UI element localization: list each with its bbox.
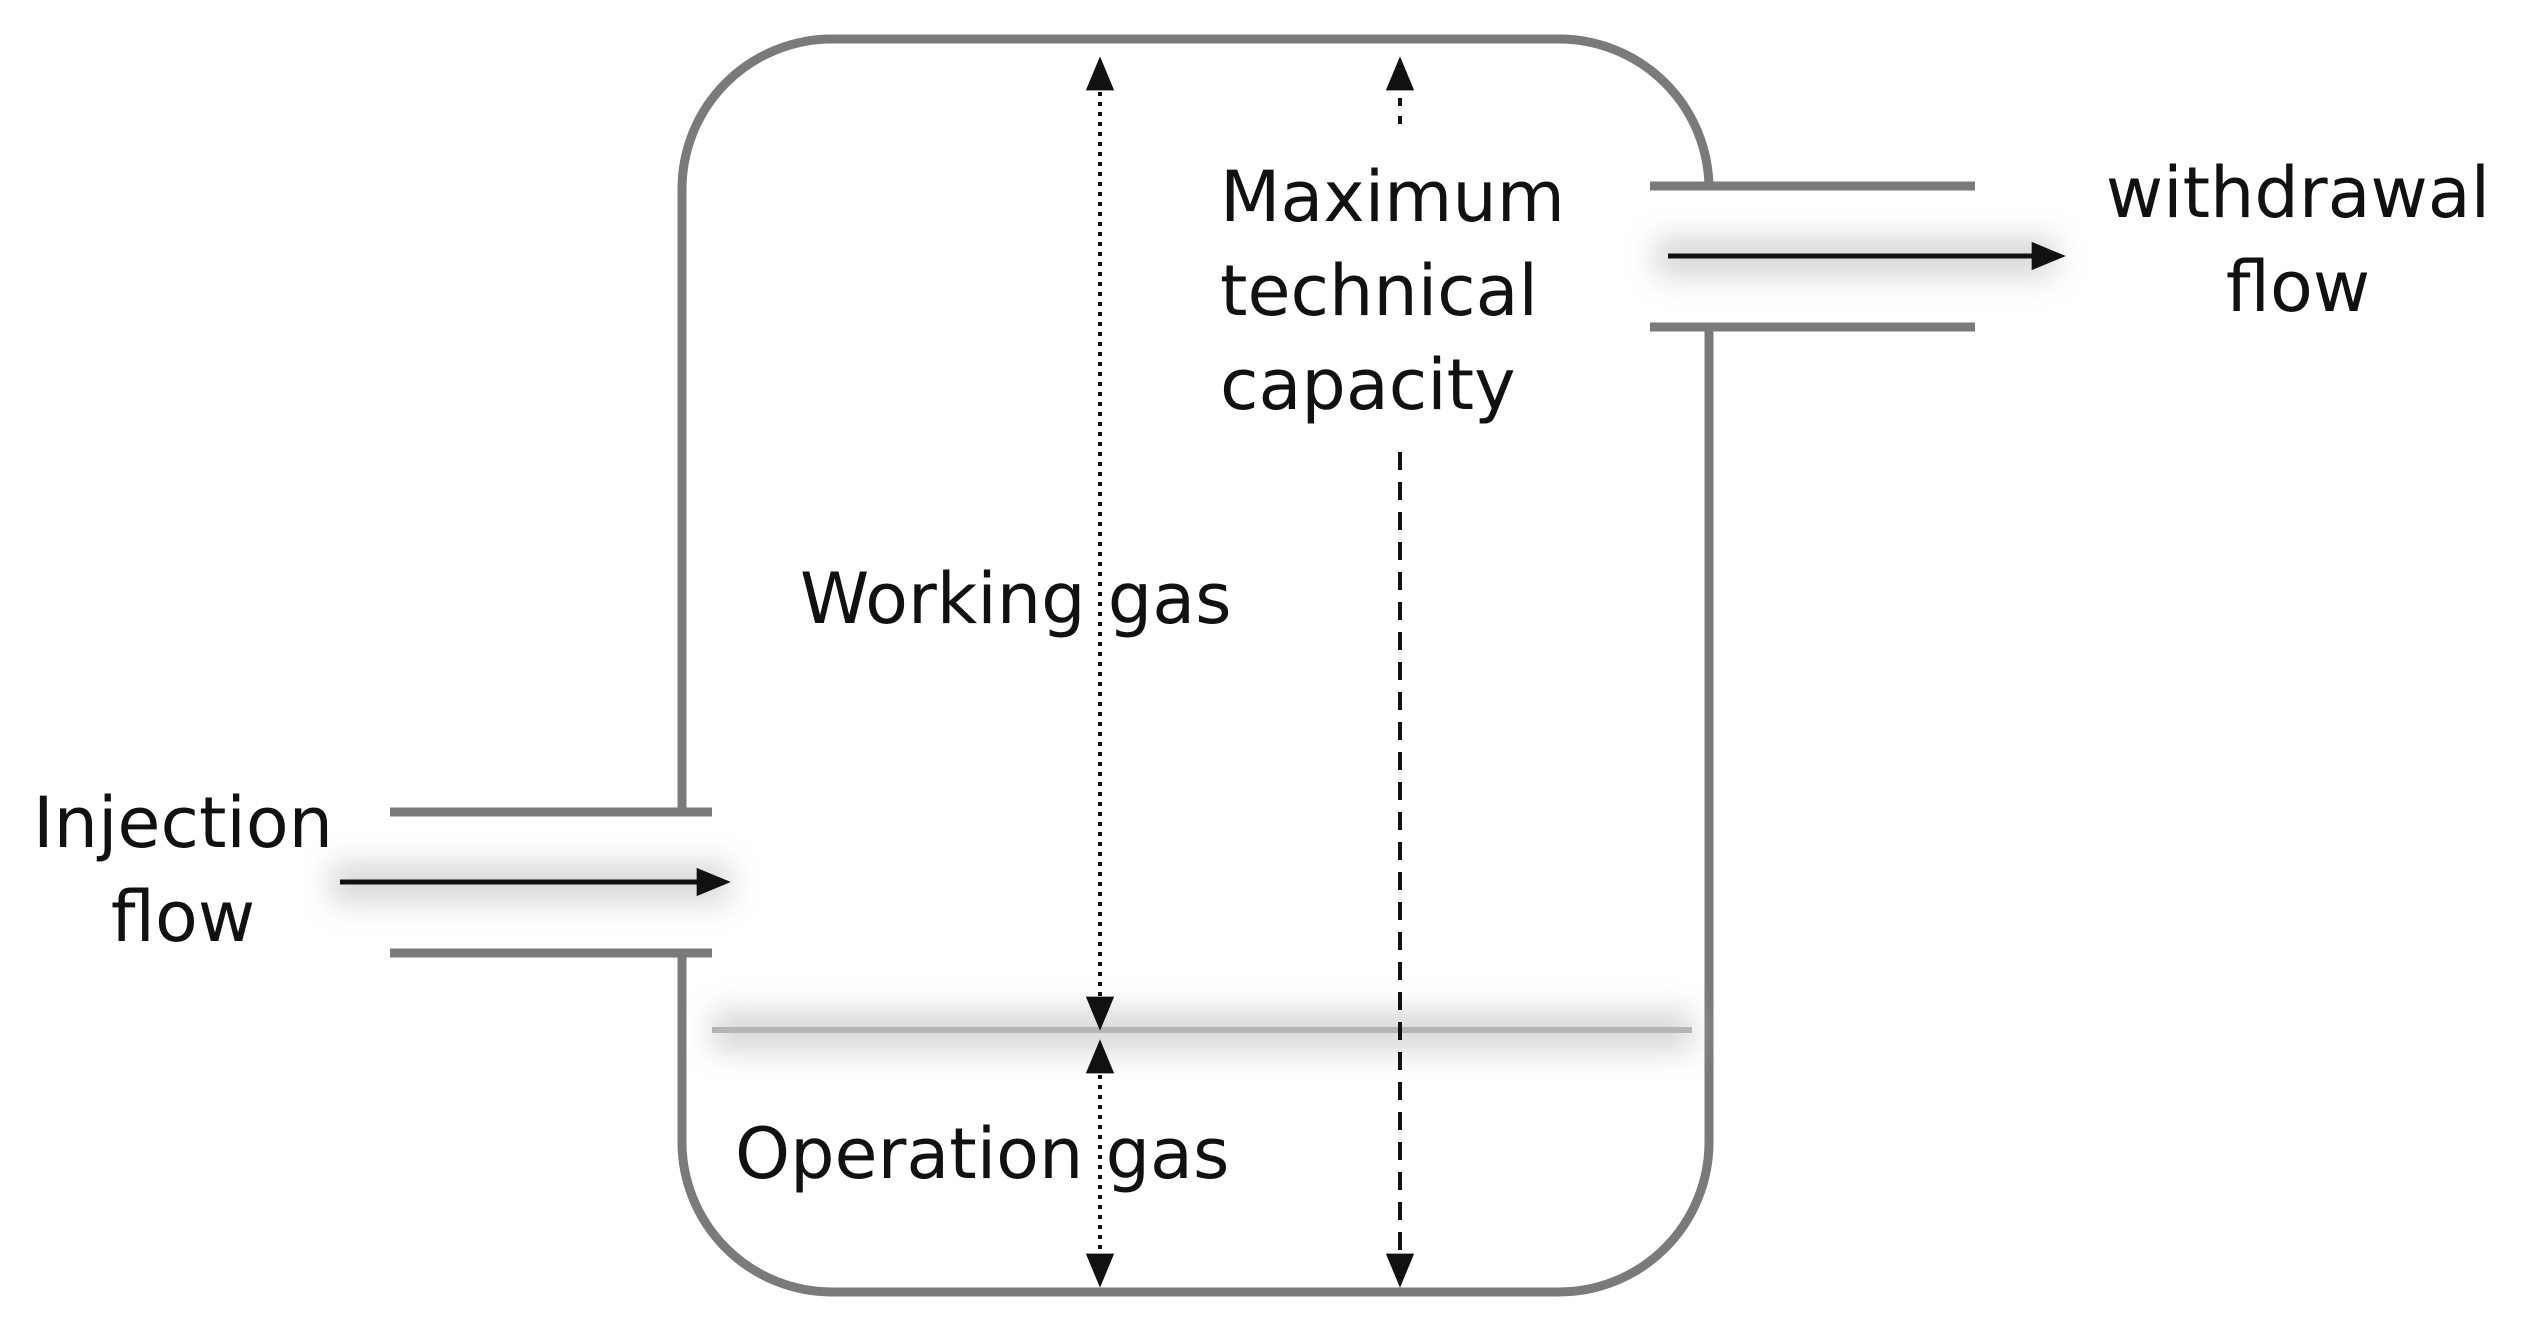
withdrawal-label-line-1: withdrawal: [2105, 152, 2491, 234]
operation-gas-label: Operation gas: [735, 1113, 1230, 1195]
max-capacity-line-3: capacity: [1220, 344, 1516, 426]
withdrawal-label-line-2: flow: [2225, 246, 2371, 328]
max-capacity-line-2: technical: [1220, 250, 1539, 332]
injection-label-line-2: flow: [110, 876, 256, 958]
max-capacity-line-1: Maximum: [1220, 156, 1565, 238]
working-gas-label: Working gas: [800, 558, 1232, 640]
withdrawal-flow-label: withdrawal flow: [2088, 146, 2508, 334]
injection-flow-label: Injection flow: [18, 776, 348, 964]
max-capacity-label: Maximum technical capacity: [1220, 150, 1565, 432]
injection-label-line-1: Injection: [32, 782, 334, 864]
storage-tank-outline: [677, 34, 1714, 1297]
